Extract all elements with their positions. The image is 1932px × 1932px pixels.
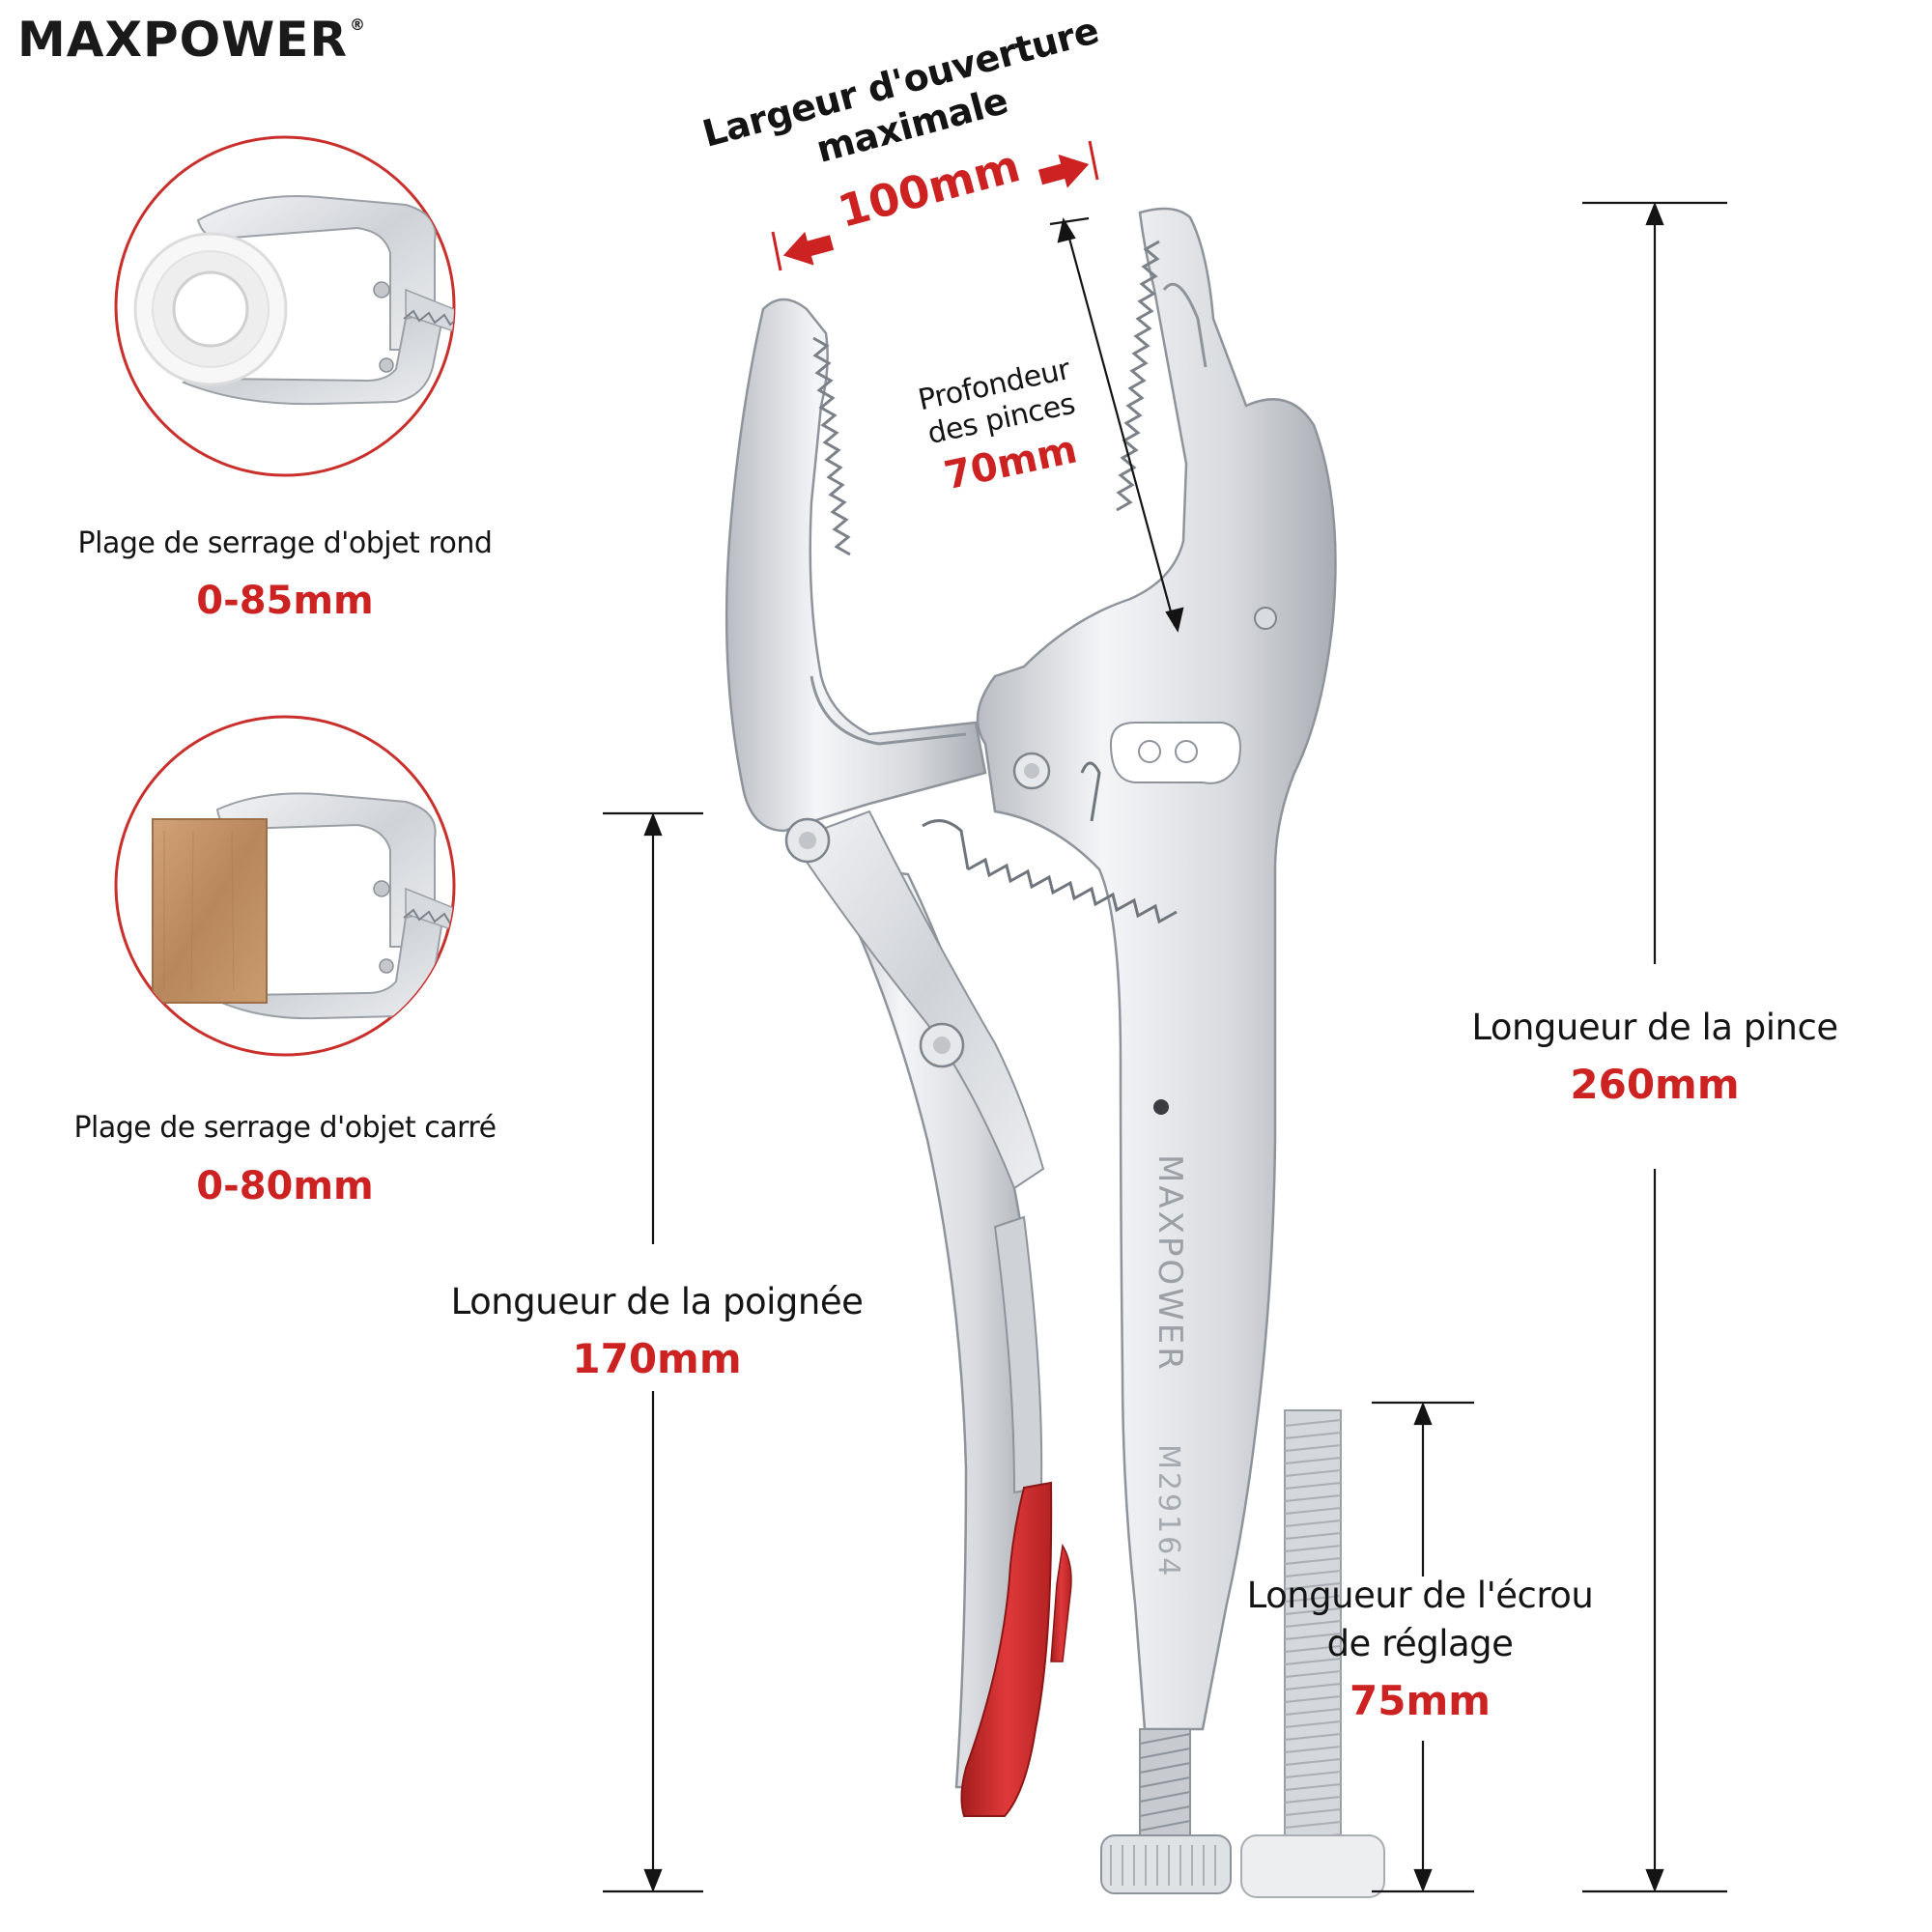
knob-knurl (1110, 1845, 1216, 1886)
toggle-link (790, 810, 1045, 1190)
dimension-lines (603, 201, 1727, 1893)
lower-jaw-slot (810, 675, 967, 746)
body-notch (1138, 740, 1161, 763)
handle-length-value: 170mm (572, 1335, 742, 1382)
body-rivet (1254, 607, 1277, 630)
body-notch (1175, 740, 1198, 763)
rivet-center (933, 1037, 951, 1054)
adjust-screw-knob (1100, 1834, 1232, 1894)
spring-hook (922, 819, 970, 870)
arrow-head (643, 1868, 663, 1892)
closeup-rivet (373, 281, 390, 298)
red-grip (960, 1481, 1053, 1817)
arrow-head (643, 812, 663, 837)
registered-mark: ® (349, 15, 366, 34)
plier-length-label: Longueur de la pince (1471, 1007, 1838, 1048)
arrow-head (1645, 202, 1664, 226)
spring-hook (1080, 761, 1101, 822)
loose-screw-thread (1284, 1419, 1342, 1841)
grip-tab (1050, 1543, 1072, 1662)
handle-brand-engraving: MAXPOWER (1151, 1154, 1189, 1373)
square-clamp-label: Plage de serrage d'objet carré (73, 1111, 497, 1145)
loose-screw-knob (1240, 1834, 1385, 1898)
jaw-depth-line (1064, 223, 1177, 627)
locking-plier: MAXPOWER M29164 (724, 207, 1337, 1894)
red-arrow-right (1037, 154, 1090, 188)
round-object (133, 232, 288, 386)
screw-length-value: 75mm (1350, 1677, 1491, 1724)
opening-cap-left (771, 231, 782, 271)
upper-jaw-body (976, 207, 1337, 1731)
arrow-head (1413, 1868, 1433, 1892)
handle-length-label: Longueur de la poignée (450, 1281, 864, 1322)
closeup-rivet (373, 880, 390, 897)
red-arrow-left (782, 231, 835, 266)
round-object-closeup (114, 135, 456, 477)
loose-adjust-screw (1240, 1409, 1385, 1898)
closeup-spring (403, 309, 454, 327)
square-clamp-value: 0-80mm (196, 1164, 374, 1208)
adjust-screw-thread (1139, 1733, 1191, 1832)
arrow-head (1413, 1402, 1433, 1426)
closeup-rivet (379, 357, 394, 373)
round-clamp-label: Plage de serrage d'objet rond (77, 526, 493, 560)
screw-length-label-line2: de réglage (1326, 1623, 1514, 1664)
square-object (152, 818, 268, 1004)
closeup-arm (405, 887, 454, 949)
brand-logo-text: MAXPOWER (17, 12, 348, 68)
closeup-spring (403, 908, 454, 925)
closeup-arm (405, 288, 454, 350)
upper-jaw-groove (1162, 282, 1208, 368)
lower-jaw (724, 298, 987, 833)
square-object-closeup (114, 715, 456, 1057)
arrow-head (1645, 1868, 1664, 1892)
rivet-center (1024, 763, 1039, 779)
rivet-center (799, 832, 816, 849)
arrow-head (1165, 607, 1184, 633)
body-hole (1153, 1099, 1169, 1115)
lower-jaw-teeth (812, 336, 851, 556)
opening-width-marker (771, 140, 1099, 271)
arrow-head (1057, 217, 1076, 243)
screw-length-label-line1: Longueur de l'écrou (1246, 1575, 1594, 1616)
jaw-depth-cap-top (1049, 216, 1090, 226)
plier-length-value: 260mm (1570, 1061, 1740, 1108)
handle-model-engraving: M29164 (1151, 1444, 1185, 1578)
round-clamp-value: 0-85mm (196, 579, 374, 623)
opening-cap-right (1088, 140, 1099, 181)
closeup-rivet (379, 958, 394, 974)
brand-logo: MAXPOWER® (17, 15, 366, 64)
return-spring (967, 857, 1178, 924)
